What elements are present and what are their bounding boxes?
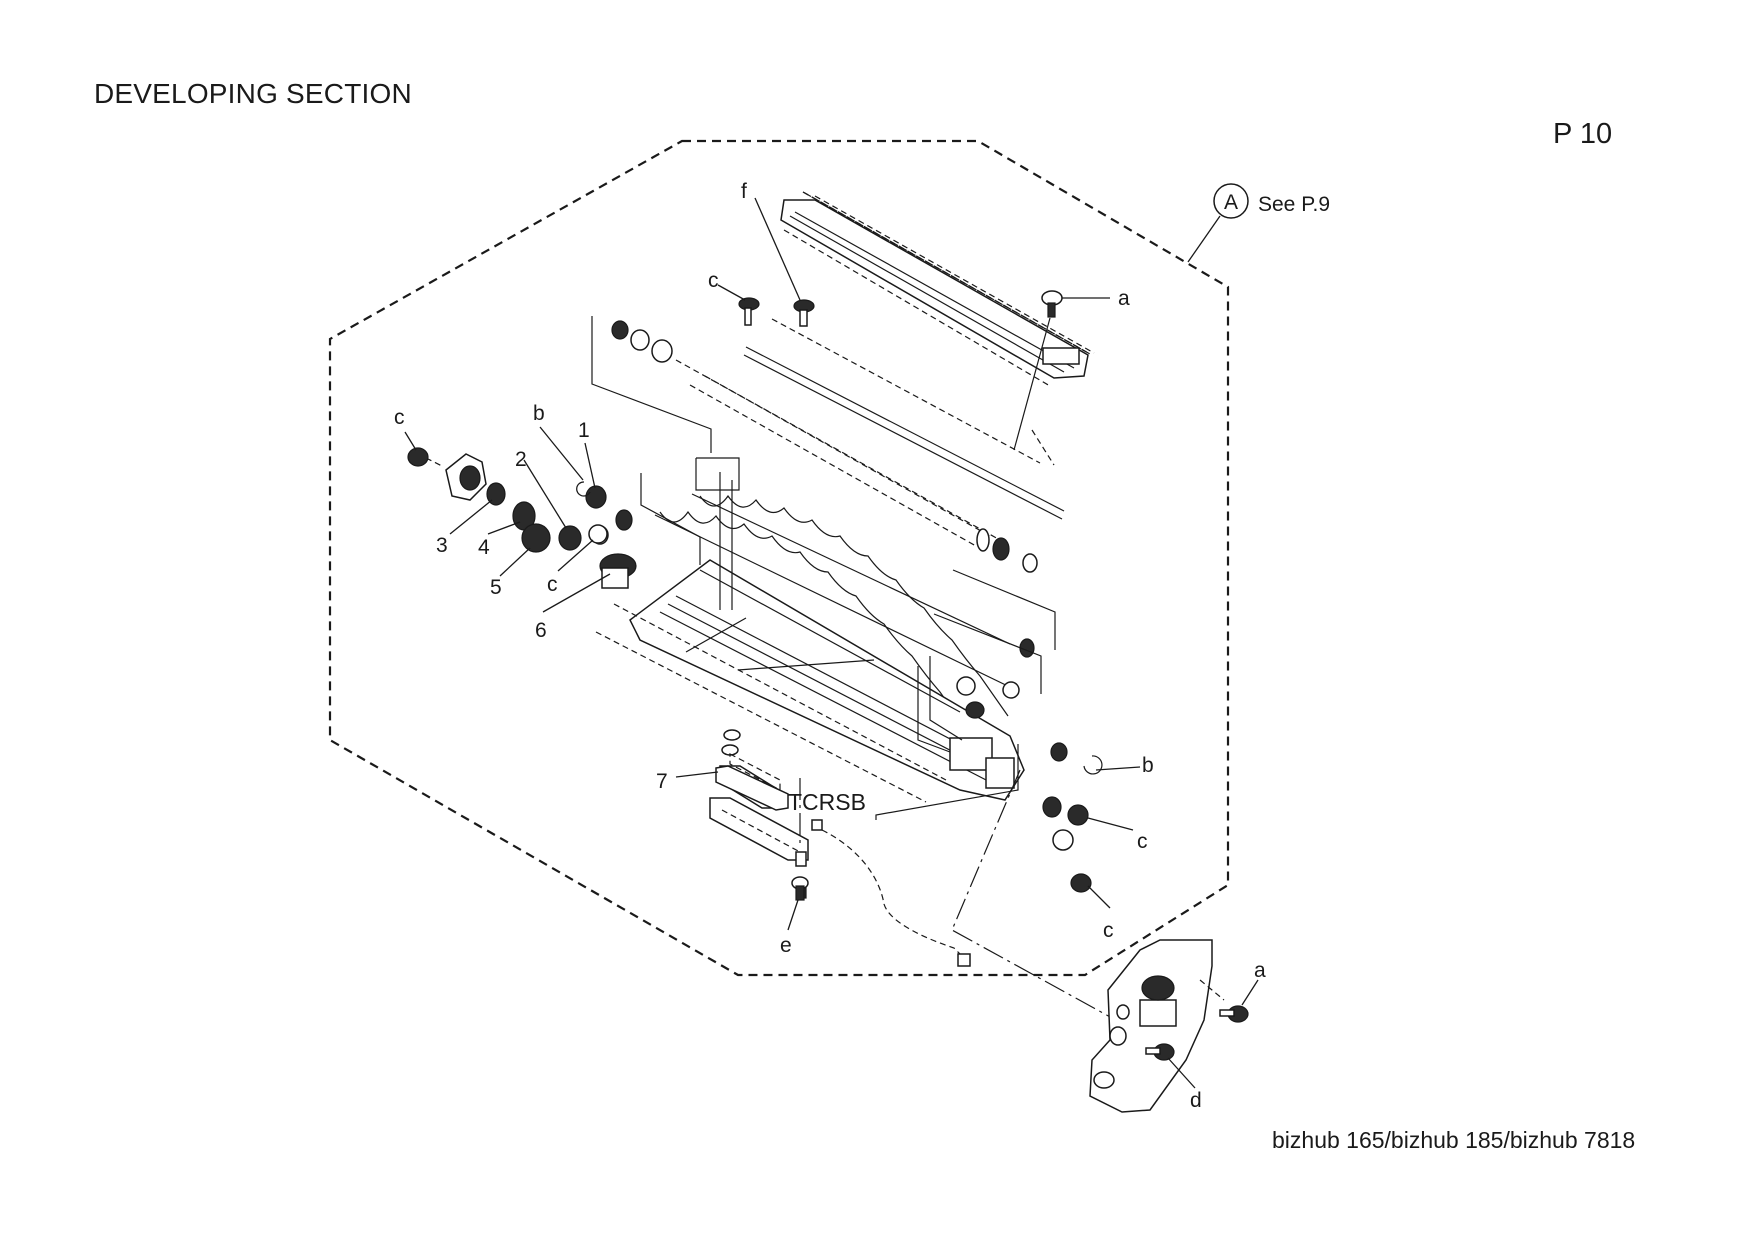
callout-c-top: c xyxy=(708,269,719,292)
reference-see-page: A See P.9 xyxy=(1187,183,1330,263)
screw-f xyxy=(793,299,815,327)
screw-c-right2 xyxy=(1070,873,1092,893)
part-7 xyxy=(715,765,789,811)
screw-c-left xyxy=(407,447,429,467)
callout-f: f xyxy=(741,180,747,203)
screw-c-right1 xyxy=(1067,804,1089,826)
page-title: DEVELOPING SECTION xyxy=(94,78,412,109)
agitator-screw-lower xyxy=(640,473,1056,733)
callout-1: 1 xyxy=(578,419,590,442)
screw-d xyxy=(1145,1043,1175,1061)
screw-c-top xyxy=(738,297,760,326)
screw-a-top xyxy=(1013,290,1063,451)
developer-housing xyxy=(595,472,1025,803)
callout-4: 4 xyxy=(478,536,490,559)
callout-e: e xyxy=(780,934,792,957)
page-number: P 10 xyxy=(1553,118,1613,150)
reference-text: See P.9 xyxy=(1258,193,1330,216)
gear-5 xyxy=(521,523,551,553)
callout-5: 5 xyxy=(490,576,502,599)
leader-lines xyxy=(404,197,1259,1089)
callout-2: 2 xyxy=(515,448,527,471)
callout-c-right1: c xyxy=(1137,830,1148,853)
e-ring-left xyxy=(576,481,591,497)
callout-7: 7 xyxy=(656,770,668,793)
reference-symbol: A xyxy=(1224,191,1238,214)
footer-model-list: bizhub 165/bizhub 185/bizhub 7818 xyxy=(1272,1127,1636,1153)
screw-c-mid xyxy=(588,524,608,544)
callout-c-left: c xyxy=(394,406,405,429)
gear-6 xyxy=(599,553,637,589)
upper-left-bushing-set xyxy=(591,316,1001,541)
drive-bracket-lower-right xyxy=(1089,939,1225,1113)
agitator-screw-upper xyxy=(691,457,1038,717)
callout-3: 3 xyxy=(436,534,448,557)
callout-c-mid: c xyxy=(547,573,558,596)
callout-b-right: b xyxy=(1142,754,1154,777)
callout-c-right2: c xyxy=(1103,919,1114,942)
upper-plate xyxy=(689,318,1065,547)
callout-6: 6 xyxy=(535,619,547,642)
gear-3 xyxy=(486,482,506,506)
gear-1 xyxy=(585,485,607,509)
developer-top-cover xyxy=(780,191,1095,387)
drive-bracket-left xyxy=(409,449,487,501)
reference-circle xyxy=(1213,183,1249,219)
callout-a-top: a xyxy=(1118,287,1130,310)
callout-d: d xyxy=(1190,1089,1202,1112)
reference-leader xyxy=(1187,215,1221,263)
assembly-boundary xyxy=(328,139,1230,977)
callout-a-bottom: a xyxy=(1254,959,1266,982)
screw-e xyxy=(791,876,809,901)
gear-2 xyxy=(558,525,582,551)
screw-a-bottom xyxy=(1219,1005,1249,1023)
callout-b-left: b xyxy=(533,402,545,425)
callout-sensor-tcrsb: TCRSB xyxy=(788,789,866,815)
sensor-harness xyxy=(811,769,1113,1019)
